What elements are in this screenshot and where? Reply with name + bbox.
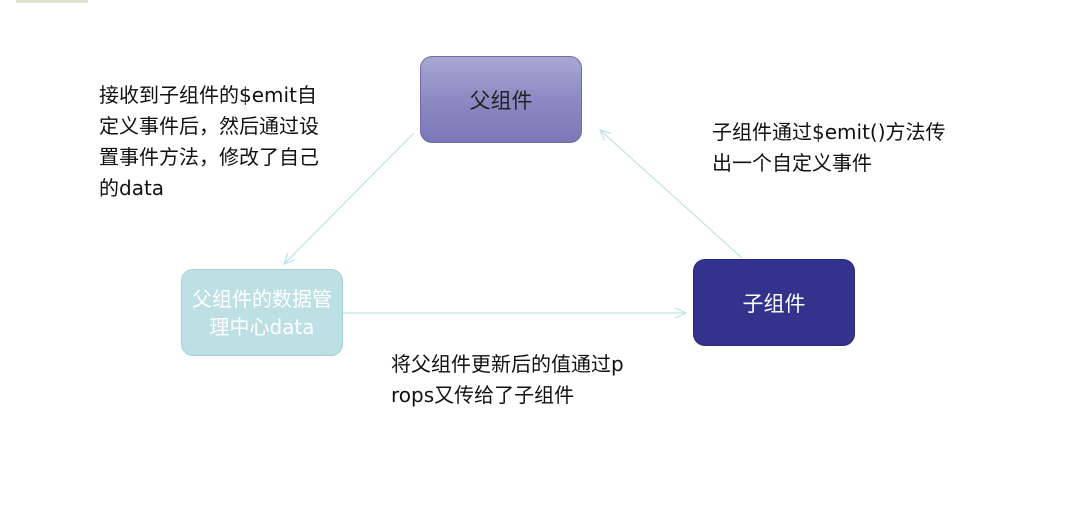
parent-component-label: 父组件 — [469, 88, 533, 113]
arrow-child-to-parent — [600, 130, 743, 259]
data-center-label: 父组件的数据管理中心data — [192, 286, 332, 339]
parent-component-node: 父组件 — [420, 56, 582, 143]
child-component-label: 子组件 — [742, 291, 806, 316]
arrow-parent-to-data — [284, 132, 415, 264]
note-emit-handling: 接收到子组件的$emit自定义事件后，然后通过设置事件方法，修改了自己的data — [99, 83, 319, 200]
child-component-node: 子组件 — [693, 259, 855, 346]
note-emit-event: 子组件通过$emit()方法传出一个自定义事件 — [712, 120, 946, 175]
watermark-mark — [16, 0, 88, 3]
data-center-node: 父组件的数据管理中心data — [181, 269, 343, 356]
note-props-pass: 将父组件更新后的值通过props又传给了子组件 — [391, 352, 624, 407]
